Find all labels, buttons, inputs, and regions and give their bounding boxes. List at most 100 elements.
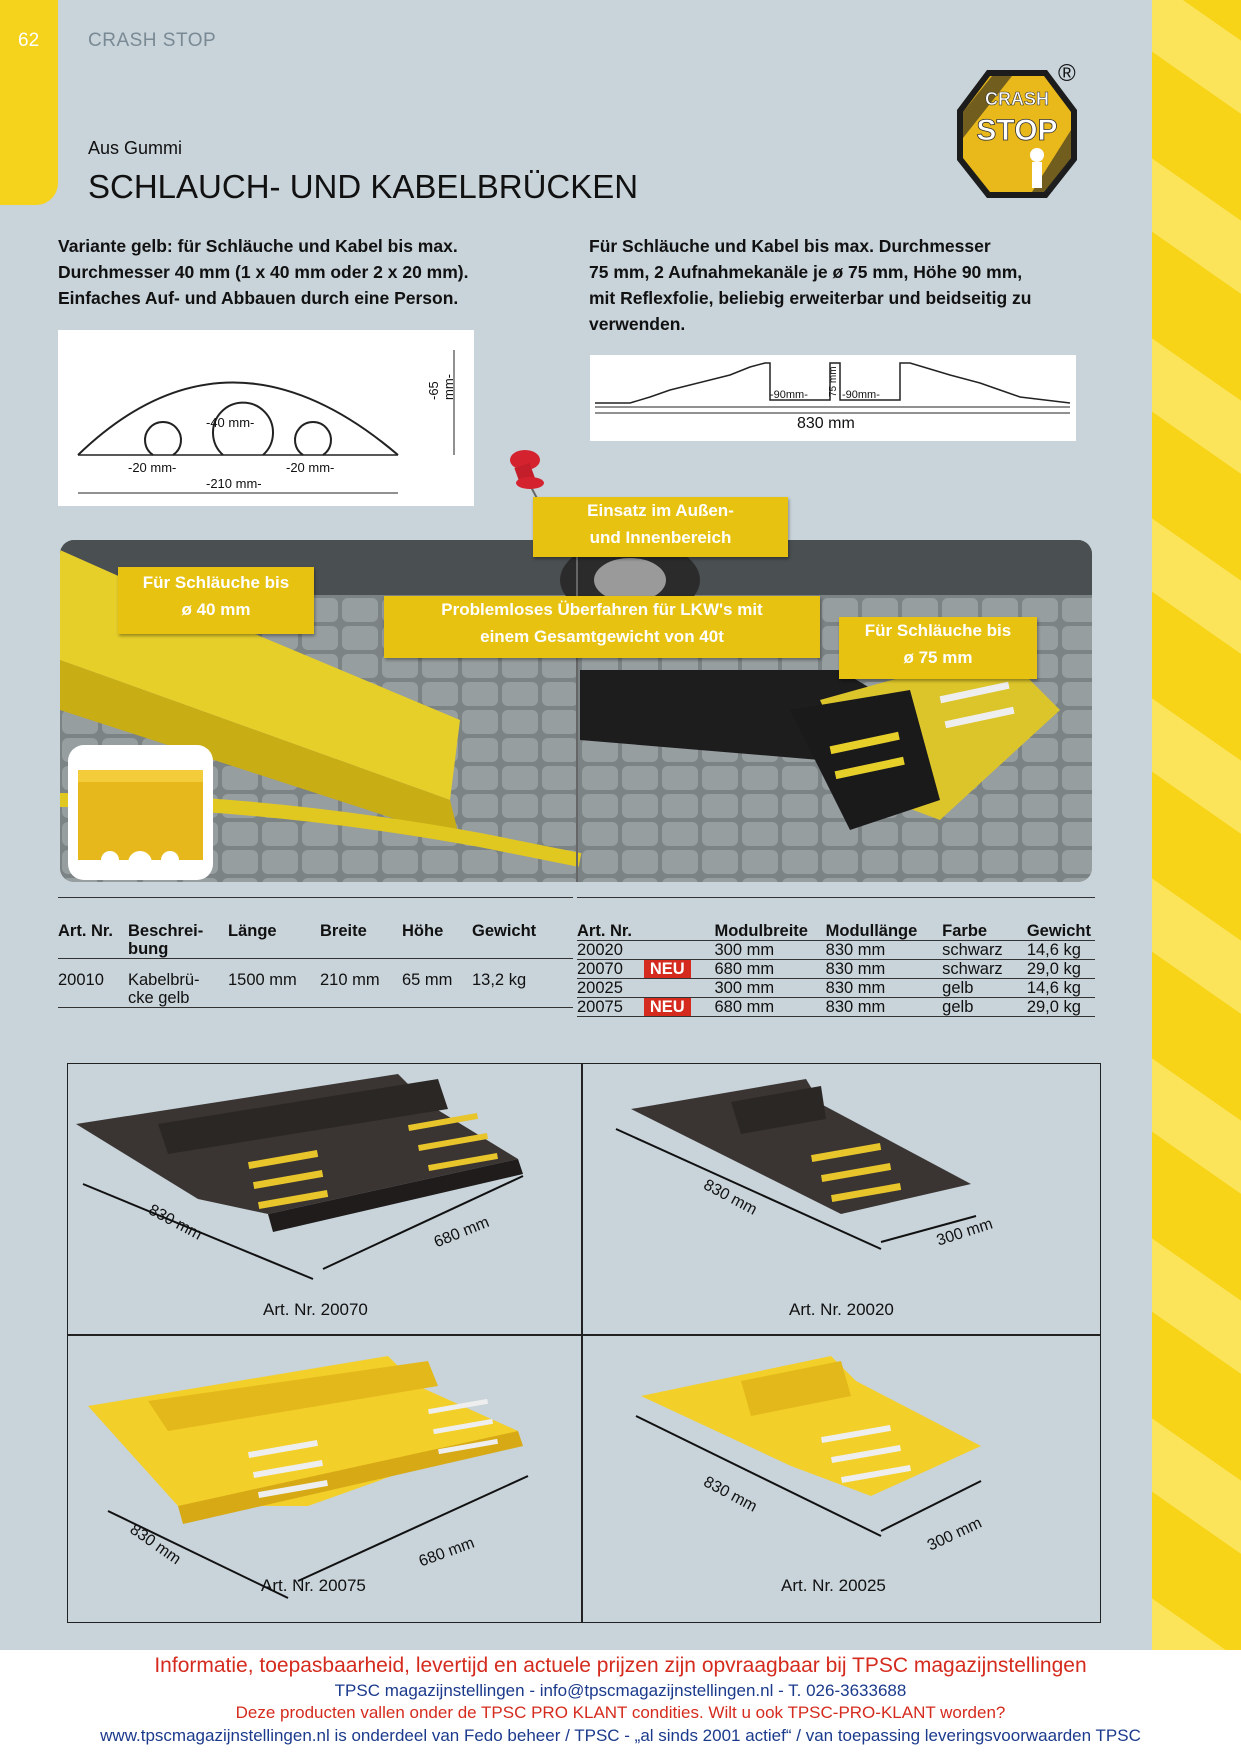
desc-left-line: Variante gelb: für Schläuche und Kabel b…: [58, 236, 458, 256]
table-cell: 830 mm: [825, 998, 886, 1016]
table-cell: 29,0 kg: [1026, 998, 1081, 1016]
pushpin-icon: [505, 445, 555, 530]
table-cell: 300 mm: [714, 941, 775, 959]
page-number-tab: [0, 0, 58, 205]
desc-right-line: mit Reflexfolie, beliebig erweiterbar un…: [589, 288, 1032, 308]
col-header: Länge: [228, 922, 277, 940]
table-cell: [640, 941, 711, 960]
desc-left-line: Einfaches Auf- und Abbauen durch eine Pe…: [58, 288, 459, 308]
page-number: 62: [18, 30, 40, 51]
description-right: Für Schläuche und Kabel bis max. Durchme…: [589, 233, 1109, 337]
footer-condition-line: Deze producten vallen onder de TPSC PRO …: [235, 1703, 1006, 1722]
col-header: Gewicht: [1026, 922, 1091, 940]
description-left: Variante gelb: für Schläuche und Kabel b…: [58, 233, 578, 311]
table-cell: 14,6 kg: [1026, 979, 1081, 997]
footer: Informatie, toepasbaarheid, levertijd en…: [0, 1650, 1241, 1755]
desc-left-line: Durchmesser 40 mm (1 x 40 mm oder 2 x 20…: [58, 262, 469, 282]
callout-75mm: Für Schläuche bis ø 75 mm: [839, 617, 1037, 679]
dim-90mm-a: -90mm-: [770, 389, 808, 401]
callout-line: ø 75 mm: [903, 648, 973, 667]
footer-contact-line: TPSC magazijnstellingen - info@tpscmagaz…: [334, 1681, 907, 1700]
table-cell: 20010: [58, 971, 104, 989]
page-title: SCHLAUCH- UND KABELBRÜCKEN: [88, 168, 639, 205]
callout-line: und Innenbereich: [589, 528, 732, 547]
table-cell: 210 mm: [320, 971, 380, 989]
table-cell: 29,0 kg: [1026, 960, 1081, 978]
new-badge: NEU: [643, 998, 691, 1016]
decorative-stripe: [1152, 0, 1241, 1755]
table-cell: Kabelbrü-cke gelb: [128, 971, 200, 1007]
col-header: Gewicht: [472, 922, 537, 940]
callout-line: Für Schläuche bis: [142, 573, 290, 592]
table-cell: 20025: [577, 979, 623, 997]
spec-table-right: Art. Nr. Modulbreite Modullänge Farbe Ge…: [577, 897, 1095, 1017]
desc-right-line: Für Schläuche und Kabel bis max. Durchme…: [589, 236, 991, 256]
table-row: 20010 Kabelbrü-cke gelb 1500 mm 210 mm 6…: [58, 959, 573, 1008]
table-cell: 300 mm: [714, 979, 775, 997]
table-cell: schwarz: [942, 941, 1003, 959]
callout-truck-40t: Problemloses Überfahren für LKW's mit ei…: [384, 596, 820, 658]
callout-line: einem Gesamtgewicht von 40t: [480, 627, 724, 646]
col-header: Beschrei-bung: [128, 922, 204, 958]
table-cell: 830 mm: [825, 960, 886, 978]
product-caption: Art. Nr. 20025: [781, 1576, 886, 1595]
table-row: 20075 NEU 680 mm 830 mm gelb 29,0 kg: [577, 998, 1095, 1017]
dim-20mm-b: -20 mm-: [286, 460, 335, 475]
dim-20mm-a: -20 mm-: [128, 460, 177, 475]
table-cell: 65 mm: [402, 971, 453, 989]
dim-90mm-b: -90mm-: [842, 389, 880, 401]
table-row: 20070 NEU 680 mm 830 mm schwarz 29,0 kg: [577, 960, 1095, 979]
table-cell: 20075: [577, 998, 623, 1016]
table-cell: schwarz: [942, 960, 1003, 978]
table-cell: NEU: [640, 998, 711, 1017]
table-cell: 680 mm: [714, 960, 775, 978]
product-inset-photo: [68, 745, 213, 880]
product-cell-20025: 830 mm 300 mm Art. Nr. 20025: [581, 1336, 1100, 1622]
callout-line: Problemloses Überfahren für LKW's mit: [441, 600, 763, 619]
col-header: Modulbreite: [714, 922, 808, 940]
dim-75mm: 75 mm: [828, 366, 839, 397]
table-cell: gelb: [942, 979, 974, 997]
callout-line: ø 40 mm: [181, 600, 251, 619]
callout-40mm: Für Schläuche bis ø 40 mm: [118, 567, 314, 634]
col-header: Art. Nr.: [577, 922, 633, 940]
footer-website-line: www.tpscmagazijnstellingen.nl is onderde…: [100, 1726, 1141, 1745]
table-cell: NEU: [640, 960, 711, 979]
header-brand: CRASH STOP: [88, 30, 217, 51]
table-cell: 20020: [577, 941, 623, 959]
table-cell: 830 mm: [825, 941, 886, 959]
col-header: Modullänge: [825, 922, 918, 940]
col-header: [640, 922, 711, 941]
product-cell-20020: 830 mm 300 mm Art. Nr. 20020: [581, 1064, 1100, 1334]
col-header: Farbe: [942, 922, 988, 940]
col-header: Breite: [320, 922, 367, 940]
logo-text-bottom: STOP: [976, 114, 1057, 147]
desc-right-line: verwenden.: [589, 314, 686, 334]
dim-210mm: -210 mm-: [206, 476, 262, 491]
table-cell: 830 mm: [825, 979, 886, 997]
product-cell-20075: 830 mm 680 mm Art. Nr. 20075: [68, 1336, 581, 1622]
table-cell: 20070: [577, 960, 623, 978]
dim-830mm: 830 mm: [797, 415, 855, 432]
table-cell: gelb: [942, 998, 974, 1016]
callout-outdoor-indoor: Einsatz im Außen- und Innenbereich: [533, 497, 788, 557]
table-cell: 680 mm: [714, 998, 775, 1016]
registered-mark: ®: [1058, 60, 1076, 87]
col-header: Höhe: [402, 922, 444, 940]
spec-table-left: Art. Nr. Beschrei-bung Länge Breite Höhe…: [58, 897, 573, 1008]
dim-40mm: -40 mm-: [206, 415, 255, 430]
crash-stop-logo: CRASH STOP: [952, 60, 1082, 210]
new-badge: NEU: [643, 960, 691, 978]
product-grid: 830 mm 680 mm Art. Nr. 20070 830 mm 300 …: [67, 1063, 1101, 1623]
desc-right-line: 75 mm, 2 Aufnahmekanäle je ø 75 mm, Höhe…: [589, 262, 1023, 282]
cross-section-diagram-small: -40 mm- -20 mm- -20 mm- -210 mm- -65 mm-: [58, 330, 474, 506]
callout-line: Für Schläuche bis: [864, 621, 1012, 640]
logo-text-top: CRASH: [985, 89, 1049, 109]
callout-line: Einsatz im Außen-: [587, 501, 734, 520]
table-cell: 13,2 kg: [472, 971, 527, 989]
table-cell: 1500 mm: [228, 971, 297, 989]
col-header: Art. Nr.: [58, 922, 114, 940]
subtitle: Aus Gummi: [88, 138, 183, 158]
footer-info-line: Informatie, toepasbaarheid, levertijd en…: [154, 1654, 1087, 1677]
